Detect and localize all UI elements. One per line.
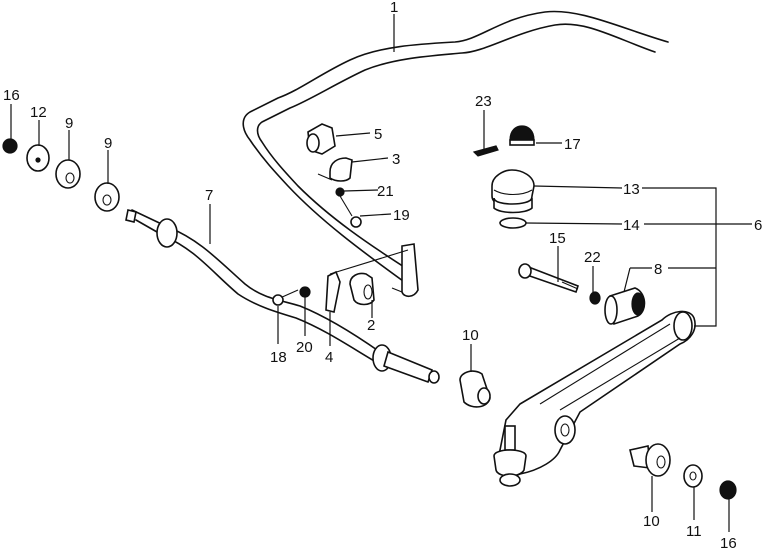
nut-22: [589, 291, 601, 305]
callout-4: 4: [325, 349, 333, 366]
bolt-18: [272, 289, 299, 306]
callout-14: 14: [623, 217, 640, 234]
lower-arm-6: [493, 310, 696, 487]
cotter-pin-23: [472, 145, 499, 157]
ball-joint-boot-13: [491, 169, 535, 214]
bushing-10-upper: [459, 370, 491, 408]
radius-rod-7: [125, 209, 440, 384]
bolt-19: [339, 195, 362, 228]
callout-9-a: 9: [65, 115, 73, 132]
bolt-15: [518, 263, 580, 294]
callout-labels: 1 2 3 4 5 6 7 8 9 9 10 10 11 12 13 14 15…: [3, 0, 762, 552]
bushing-2: [349, 272, 375, 306]
leader-lines: [10, 14, 752, 532]
bushing-8: [604, 287, 646, 326]
washer-21: [335, 187, 345, 197]
callout-9-b: 9: [104, 135, 112, 152]
callout-23: 23: [475, 93, 492, 110]
callout-16-right: 16: [720, 535, 737, 552]
callout-18: 18: [270, 349, 287, 366]
stabilizer-bar: [242, 10, 669, 287]
callout-13: 13: [623, 181, 640, 198]
clamp-bracket: [329, 243, 419, 298]
callout-15: 15: [549, 230, 566, 247]
callout-10-upper: 10: [462, 327, 479, 344]
washer-12: [26, 144, 50, 172]
callout-6: 6: [754, 217, 762, 234]
bushing-9-a: [55, 159, 81, 189]
callout-10-lower: 10: [643, 513, 660, 530]
bracket-3: [317, 157, 353, 182]
nut-16-left: [2, 138, 18, 154]
callout-2: 2: [367, 317, 375, 334]
callout-21: 21: [377, 183, 394, 200]
callout-8: 8: [654, 261, 662, 278]
callout-5: 5: [374, 126, 382, 143]
callout-7: 7: [205, 187, 213, 204]
nut-16-right: [719, 480, 737, 500]
callout-17: 17: [564, 136, 581, 153]
castle-nut-17: [509, 125, 535, 146]
callout-20: 20: [296, 339, 313, 356]
bushing-5: [306, 123, 336, 155]
callout-12: 12: [30, 104, 47, 121]
callout-11: 11: [686, 523, 702, 540]
callout-19: 19: [393, 207, 410, 224]
callout-22: 22: [584, 249, 601, 266]
callout-16-left: 16: [3, 87, 20, 104]
clip-14: [499, 217, 527, 229]
washer-11: [683, 464, 703, 488]
callout-3: 3: [392, 151, 400, 168]
bracket-4: [325, 270, 341, 313]
washer-20: [299, 286, 311, 298]
bushing-9-b: [94, 182, 120, 212]
callout-1: 1: [390, 0, 398, 16]
bushing-10-lower: [629, 443, 671, 477]
